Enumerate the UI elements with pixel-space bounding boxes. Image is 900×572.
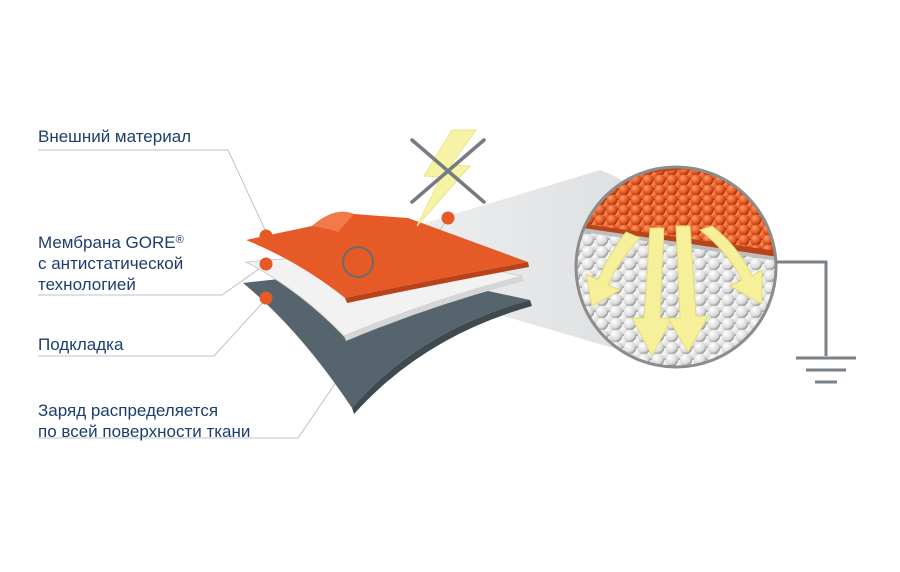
ground-symbol-icon [796, 356, 856, 384]
membrane-label: Мембрана GORE® с антистатической техноло… [38, 230, 184, 295]
membrane-name: Мембрана GORE [38, 233, 176, 252]
lining-label: Подкладка [38, 335, 124, 354]
charge-line-1: Заряд распределяется [38, 401, 219, 420]
membrane-line-2: с антистатической [38, 254, 184, 273]
magnifier-ring [342, 246, 374, 278]
registered-mark: ® [175, 234, 184, 246]
lining-dot [259, 291, 273, 305]
membrane-dot [259, 257, 273, 271]
lightning-bolt-icon [416, 129, 477, 227]
charge-arrows [585, 225, 763, 358]
membrane-line-3: технологией [38, 275, 136, 294]
zoom-circle-border [574, 165, 778, 369]
ground-wire [776, 260, 828, 356]
charge-dot [441, 211, 455, 225]
outer-material-label: Внешний материал [38, 127, 192, 146]
charge-line-2: по всей поверхности ткани [38, 422, 251, 441]
charge-label: Заряд распределяется по всей поверхности… [38, 400, 250, 442]
cross-mark-icon [410, 138, 486, 204]
outer-material-dot [259, 229, 273, 243]
outer-material-layer [246, 211, 528, 298]
